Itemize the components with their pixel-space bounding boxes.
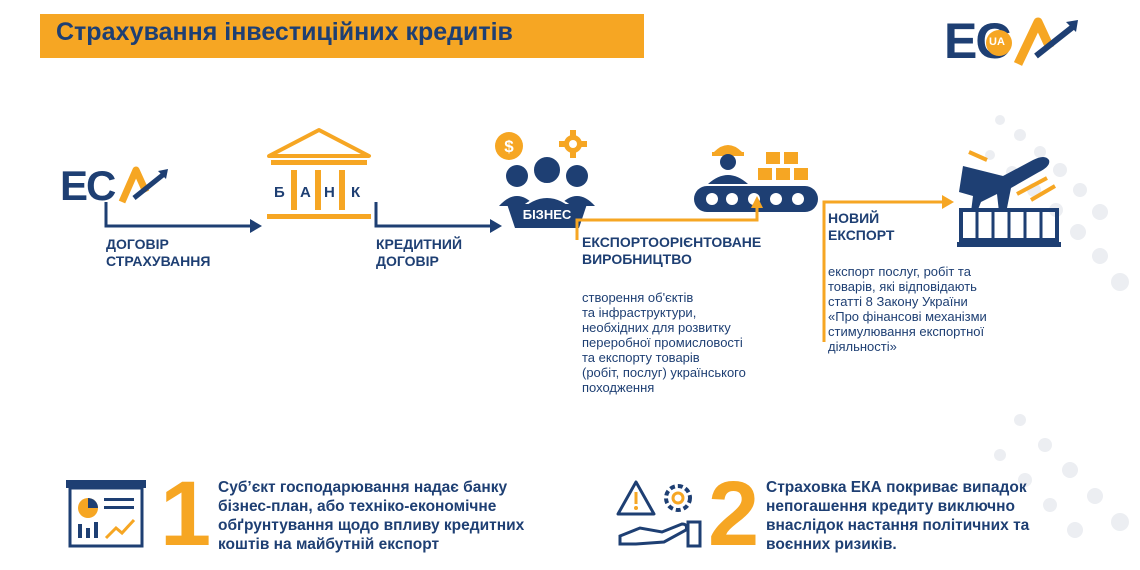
note-number-2: 2	[708, 463, 760, 565]
svg-text:$: $	[504, 137, 514, 156]
risk-warning-icon	[616, 480, 702, 548]
page-title: Страхування інвестиційних кредитів	[56, 18, 513, 46]
logo-ua-text: UA	[989, 36, 1005, 48]
bank-building-icon	[267, 128, 371, 219]
note-text-2: Страховка ЕКА покриває випадок непогашен…	[766, 479, 1030, 553]
bank-letter-2: А	[300, 184, 311, 201]
presentation-chart-icon	[66, 480, 146, 548]
plane-container-export-icon	[957, 150, 1061, 247]
business-icon: $ БІЗНЕС	[487, 128, 605, 232]
logo-ua-badge	[986, 30, 1012, 56]
step-description-production: створення об'єктів та інфраструктури, не…	[582, 290, 746, 395]
note-text-1: Суб’єкт господарювання надає банку бізне…	[218, 479, 525, 553]
flow-arrow-export	[822, 195, 954, 342]
bank-letter-3: Н	[324, 184, 335, 201]
business-people-icon: $	[495, 130, 595, 228]
note-number-1: 1	[160, 463, 212, 565]
step-label-production: ЕКСПОРТООРІЄНТОВАНЕ ВИРОБНИЦТВО	[582, 234, 762, 267]
step-label-insurance: ДОГОВІР СТРАХУВАННЯ	[106, 236, 211, 269]
flow-arrow-1	[104, 202, 262, 233]
eca-logo-flow: ЕС	[60, 158, 170, 209]
step-label-export: НОВИЙ ЕКСПОРТ	[828, 210, 895, 243]
eca-logo-arrow-icon	[118, 166, 168, 204]
title-banner	[40, 14, 644, 58]
eca-logo-header: ЕС UA	[944, 12, 1084, 70]
logo-arrow-icon	[1013, 17, 1078, 66]
bank-icon: Б А Н К	[263, 128, 375, 228]
flow-arrow-2	[374, 202, 502, 233]
business-label: БІЗНЕС	[522, 207, 572, 222]
step-label-credit: КРЕДИТНИЙ ДОГОВІР	[376, 236, 463, 269]
eca-logo-flow-letters: ЕС	[60, 162, 116, 209]
step-description-export: експорт послуг, робіт та товарів, які ві…	[828, 264, 987, 354]
flow-connector-production	[575, 196, 763, 240]
bank-letter-4: К	[351, 184, 361, 201]
bank-letter-1: Б	[274, 184, 285, 201]
